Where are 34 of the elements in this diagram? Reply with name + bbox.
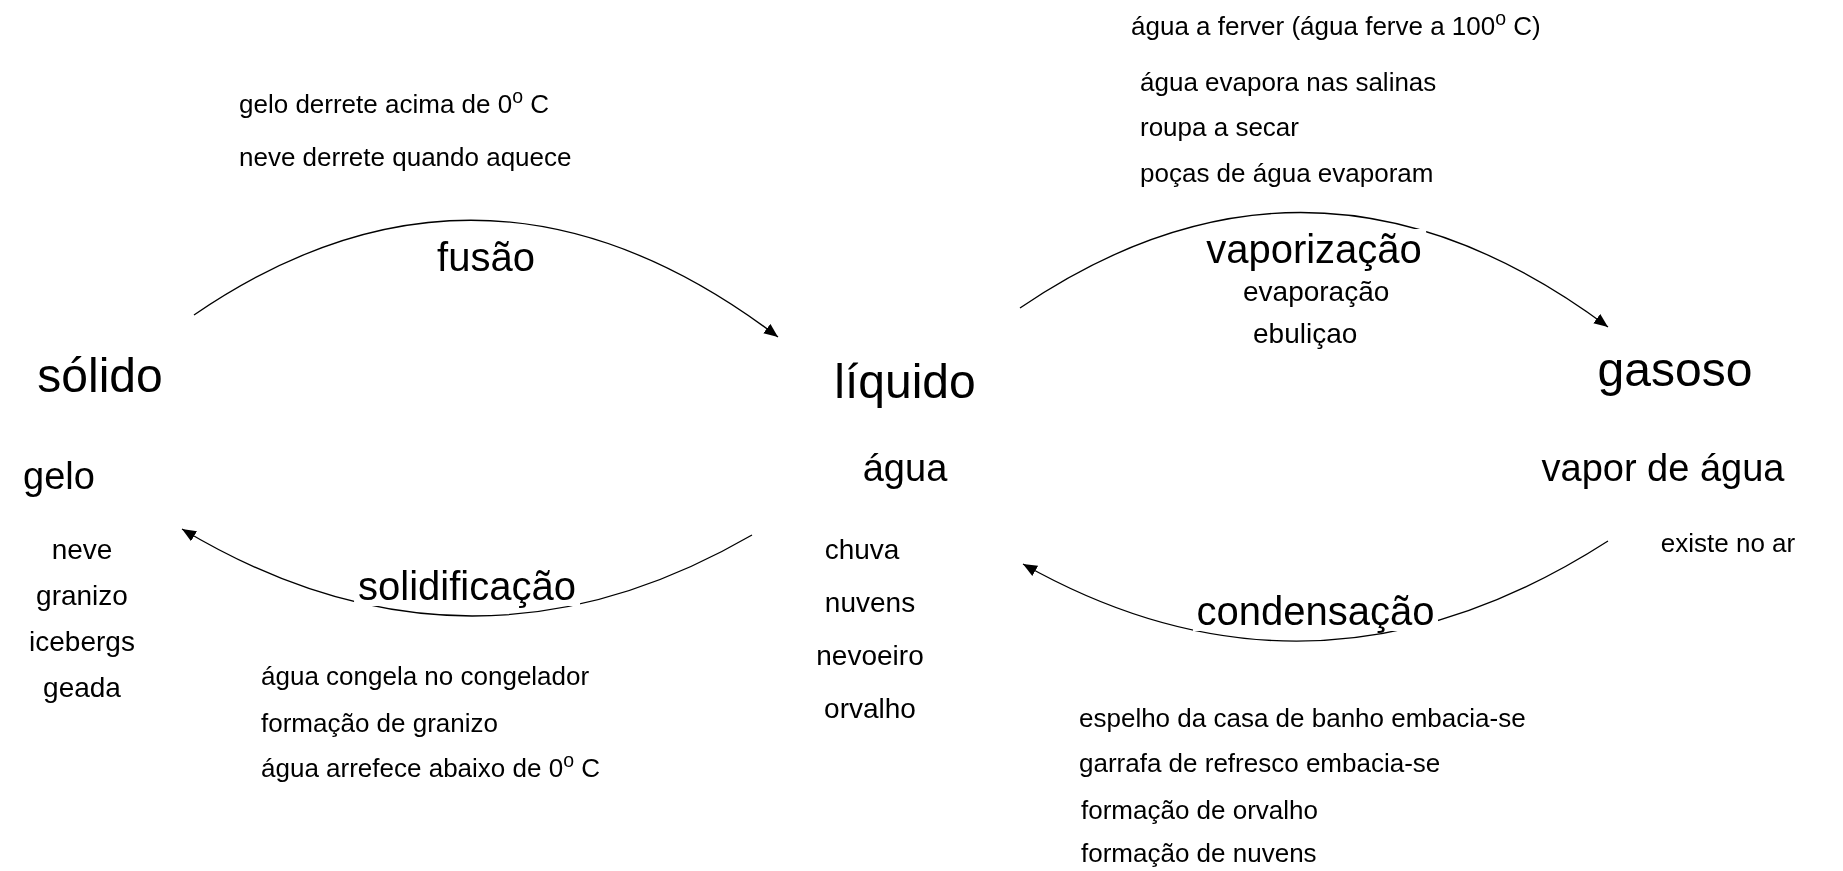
example-text: água arrefece abaixo de 0$^{o}$ C: [261, 752, 600, 785]
state-label: sólido: [37, 352, 163, 400]
example-text: neve derrete quando aquece: [239, 141, 572, 174]
substance-label: gelo: [23, 457, 95, 495]
example-text: formação de orvalho: [1081, 794, 1319, 827]
substance-label: água: [862, 449, 948, 487]
example-text: formação de granizo: [261, 707, 499, 740]
curved-arrow: [1022, 540, 1609, 642]
example-label: nevoeiro: [816, 642, 924, 670]
substance-label: vapor de água: [1541, 449, 1785, 487]
example-text: formação de nuvens: [1081, 837, 1317, 870]
curved-arrow: [193, 219, 779, 338]
example-label: chuva: [824, 536, 900, 564]
substance-label: existe no ar: [1660, 530, 1796, 556]
curved-arrow: [1019, 212, 1609, 328]
example-text: ebuliçao: [1253, 317, 1358, 351]
example-text: água a ferver (água ferve a 100$^{o}$ C): [1131, 10, 1541, 43]
example-text: poças de água evaporam: [1140, 157, 1434, 190]
example-text: evaporação: [1243, 275, 1390, 309]
example-text: roupa a secar: [1140, 111, 1299, 144]
example-text: garrafa de refresco embacia-se: [1079, 747, 1441, 780]
example-label: neve: [51, 536, 113, 564]
example-text: água evapora nas salinas: [1140, 66, 1437, 99]
curved-arrow: [181, 528, 753, 617]
example-label: geada: [43, 674, 121, 702]
example-text: espelho da casa de banho embacia-se: [1079, 702, 1526, 735]
example-label: granizo: [36, 582, 128, 610]
example-label: orvalho: [824, 695, 916, 723]
example-text: gelo derrete acima de 0$^{o}$ C: [239, 88, 550, 121]
example-label: icebergs: [29, 628, 135, 656]
state-label: líquido: [834, 358, 976, 406]
example-text: água congela no congelador: [261, 660, 590, 693]
example-label: nuvens: [824, 589, 916, 617]
state-label: gasoso: [1597, 346, 1753, 394]
